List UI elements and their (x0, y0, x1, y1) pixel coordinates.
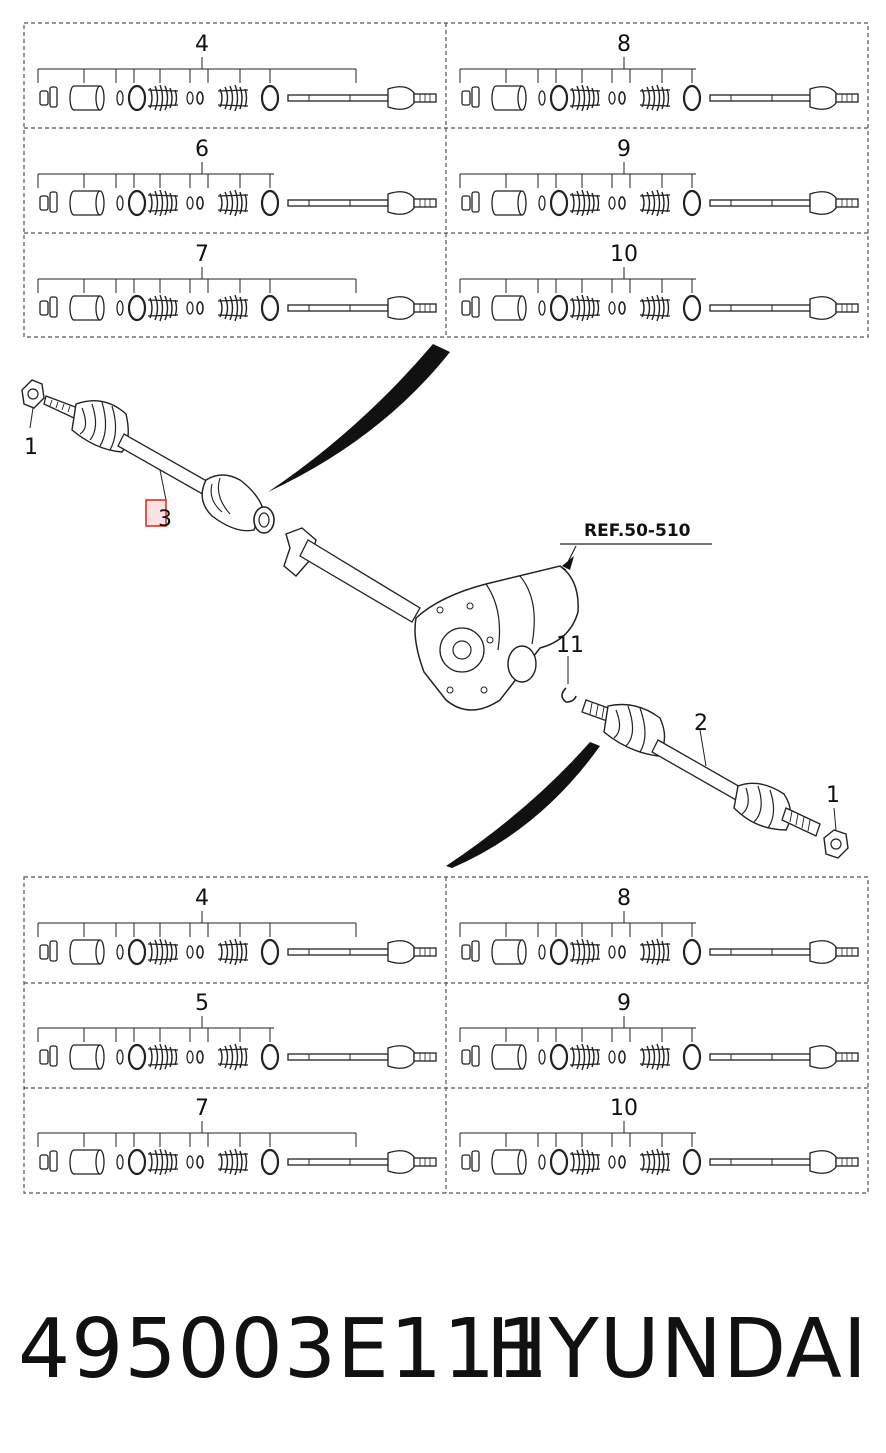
callout-nut-left: 1 (24, 435, 38, 460)
bottom-panel: 10 (459, 1096, 860, 1177)
bottom-panel-label: 5 (195, 991, 209, 1016)
callout-ref: REF.50-510 (584, 521, 691, 541)
top-panel-grid (23, 22, 869, 338)
top-panel-label: 6 (195, 137, 209, 162)
bottom-panel-label: 10 (610, 1096, 638, 1121)
bottom-panel: 7 (37, 1096, 438, 1177)
callout-clip: 11 (556, 633, 584, 658)
bottom-panel: 9 (459, 991, 860, 1072)
top-panel-label: 10 (610, 242, 638, 267)
left-axle-nut (21, 379, 45, 409)
left-driveshaft (21, 379, 275, 534)
highlight-marker (145, 499, 167, 527)
callout-nut-right: 1 (826, 783, 840, 808)
bottom-panel-label: 7 (195, 1096, 209, 1121)
top-panel-label: 7 (195, 242, 209, 267)
top-panel: 8 (459, 32, 860, 113)
part-number: 495003E111 (18, 1302, 550, 1397)
bottom-panel-grid (23, 876, 869, 1194)
bottom-panel: 5 (37, 991, 438, 1072)
top-panel-label: 4 (195, 32, 209, 57)
top-panel: 9 (459, 137, 860, 218)
callout-shaft-right: 2 (694, 711, 708, 736)
right-axle-nut (823, 829, 849, 859)
top-panel: 7 (37, 242, 438, 323)
bottom-panel-label: 4 (195, 886, 209, 911)
bottom-pointer-wedge (446, 742, 600, 868)
top-panel: 4 (37, 32, 438, 113)
callout-shaft-left: 3 (158, 507, 172, 532)
top-panel-label: 9 (617, 137, 631, 162)
bottom-panel: 4 (37, 886, 438, 967)
caption: 495003E111 HYUNDAI (18, 1300, 868, 1410)
top-panel: 6 (37, 137, 438, 218)
top-panel: 10 (459, 242, 860, 323)
bottom-panel-label: 8 (617, 886, 631, 911)
intermediate-shaft (283, 527, 421, 623)
brand-name: HYUNDAI (485, 1302, 868, 1397)
top-pointer-wedge (268, 344, 450, 492)
circlip (561, 687, 577, 703)
bottom-panel-label: 9 (617, 991, 631, 1016)
right-driveshaft (581, 699, 849, 859)
bottom-panel: 8 (459, 886, 860, 967)
top-panel-label: 8 (617, 32, 631, 57)
transfer-case (414, 565, 579, 711)
